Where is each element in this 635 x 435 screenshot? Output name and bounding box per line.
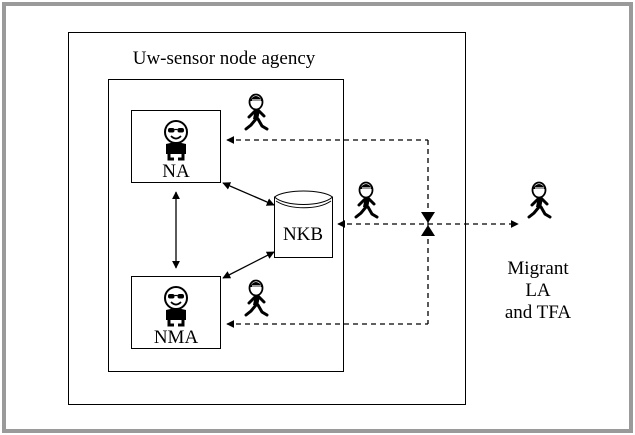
nma-nkb-arrow	[222, 251, 275, 279]
walking-agent-icon	[354, 181, 379, 219]
na-nkb-arrow	[222, 182, 275, 206]
agent-face-icon	[163, 285, 189, 327]
nkb-label: NKB	[283, 224, 323, 245]
migrant-label-line2: LA	[525, 280, 551, 301]
nma-node: NMA	[131, 276, 221, 349]
nkb-node: NKB	[274, 190, 333, 258]
nma-label: NMA	[154, 327, 199, 348]
na-label: NA	[162, 161, 190, 182]
nkb-cylinder-rim	[275, 200, 332, 209]
migrant-label-line1: Migrant	[507, 258, 569, 279]
walking-agent-icon	[244, 279, 269, 317]
nkb-cylinder-top	[274, 196, 333, 205]
nkb-box	[274, 190, 333, 258]
agent-face-icon	[163, 119, 189, 161]
walking-agent-icon	[244, 93, 269, 131]
junction-triangle-up	[421, 225, 435, 236]
na-node: NA	[131, 110, 221, 183]
agency-title: Uw-sensor node agency	[133, 48, 316, 69]
migration-paths	[226, 136, 519, 328]
junction-triangle-down	[421, 212, 435, 223]
agency-box	[68, 32, 466, 405]
migrant-label-line3: and TFA	[505, 302, 572, 323]
walking-agent-icon	[527, 181, 552, 219]
